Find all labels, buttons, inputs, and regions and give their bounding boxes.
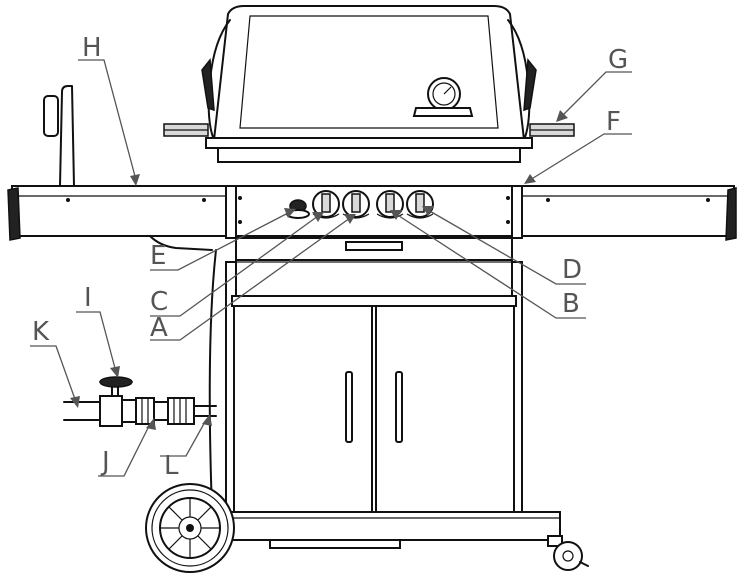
callout-label-h: H (82, 33, 102, 63)
callout-label-i: I (84, 283, 92, 313)
side-handle-mounts (163, 123, 575, 137)
callout-label-g: G (608, 45, 628, 75)
callout-label-a: A (150, 313, 168, 343)
caster-wheel (547, 535, 589, 571)
callout-label-j: J (100, 447, 110, 477)
callout-label-k: K (32, 317, 50, 347)
thermometer-icon (412, 77, 474, 117)
callout-label-f: F (606, 107, 621, 137)
callout-labels: H G F E D C I B A K L J (32, 33, 628, 481)
callout-label-c: C (150, 287, 168, 317)
callout-label-e: E (150, 241, 166, 271)
drip-tray (235, 237, 513, 261)
knob-icon (312, 190, 340, 219)
leader-lines (30, 59, 632, 477)
towel-bar (43, 85, 213, 251)
control-panel (225, 185, 523, 239)
right-side-shelf (517, 185, 737, 241)
cart-wheel (145, 483, 235, 573)
callout-label-d: D (562, 255, 582, 285)
knob-icon (342, 190, 370, 219)
gas-valve-assembly (63, 376, 217, 427)
grill-lid (201, 5, 537, 163)
callout-label-b: B (562, 289, 580, 319)
callout-label-l: L (164, 451, 179, 481)
left-side-shelf (7, 185, 235, 241)
grill-cart (208, 249, 561, 549)
